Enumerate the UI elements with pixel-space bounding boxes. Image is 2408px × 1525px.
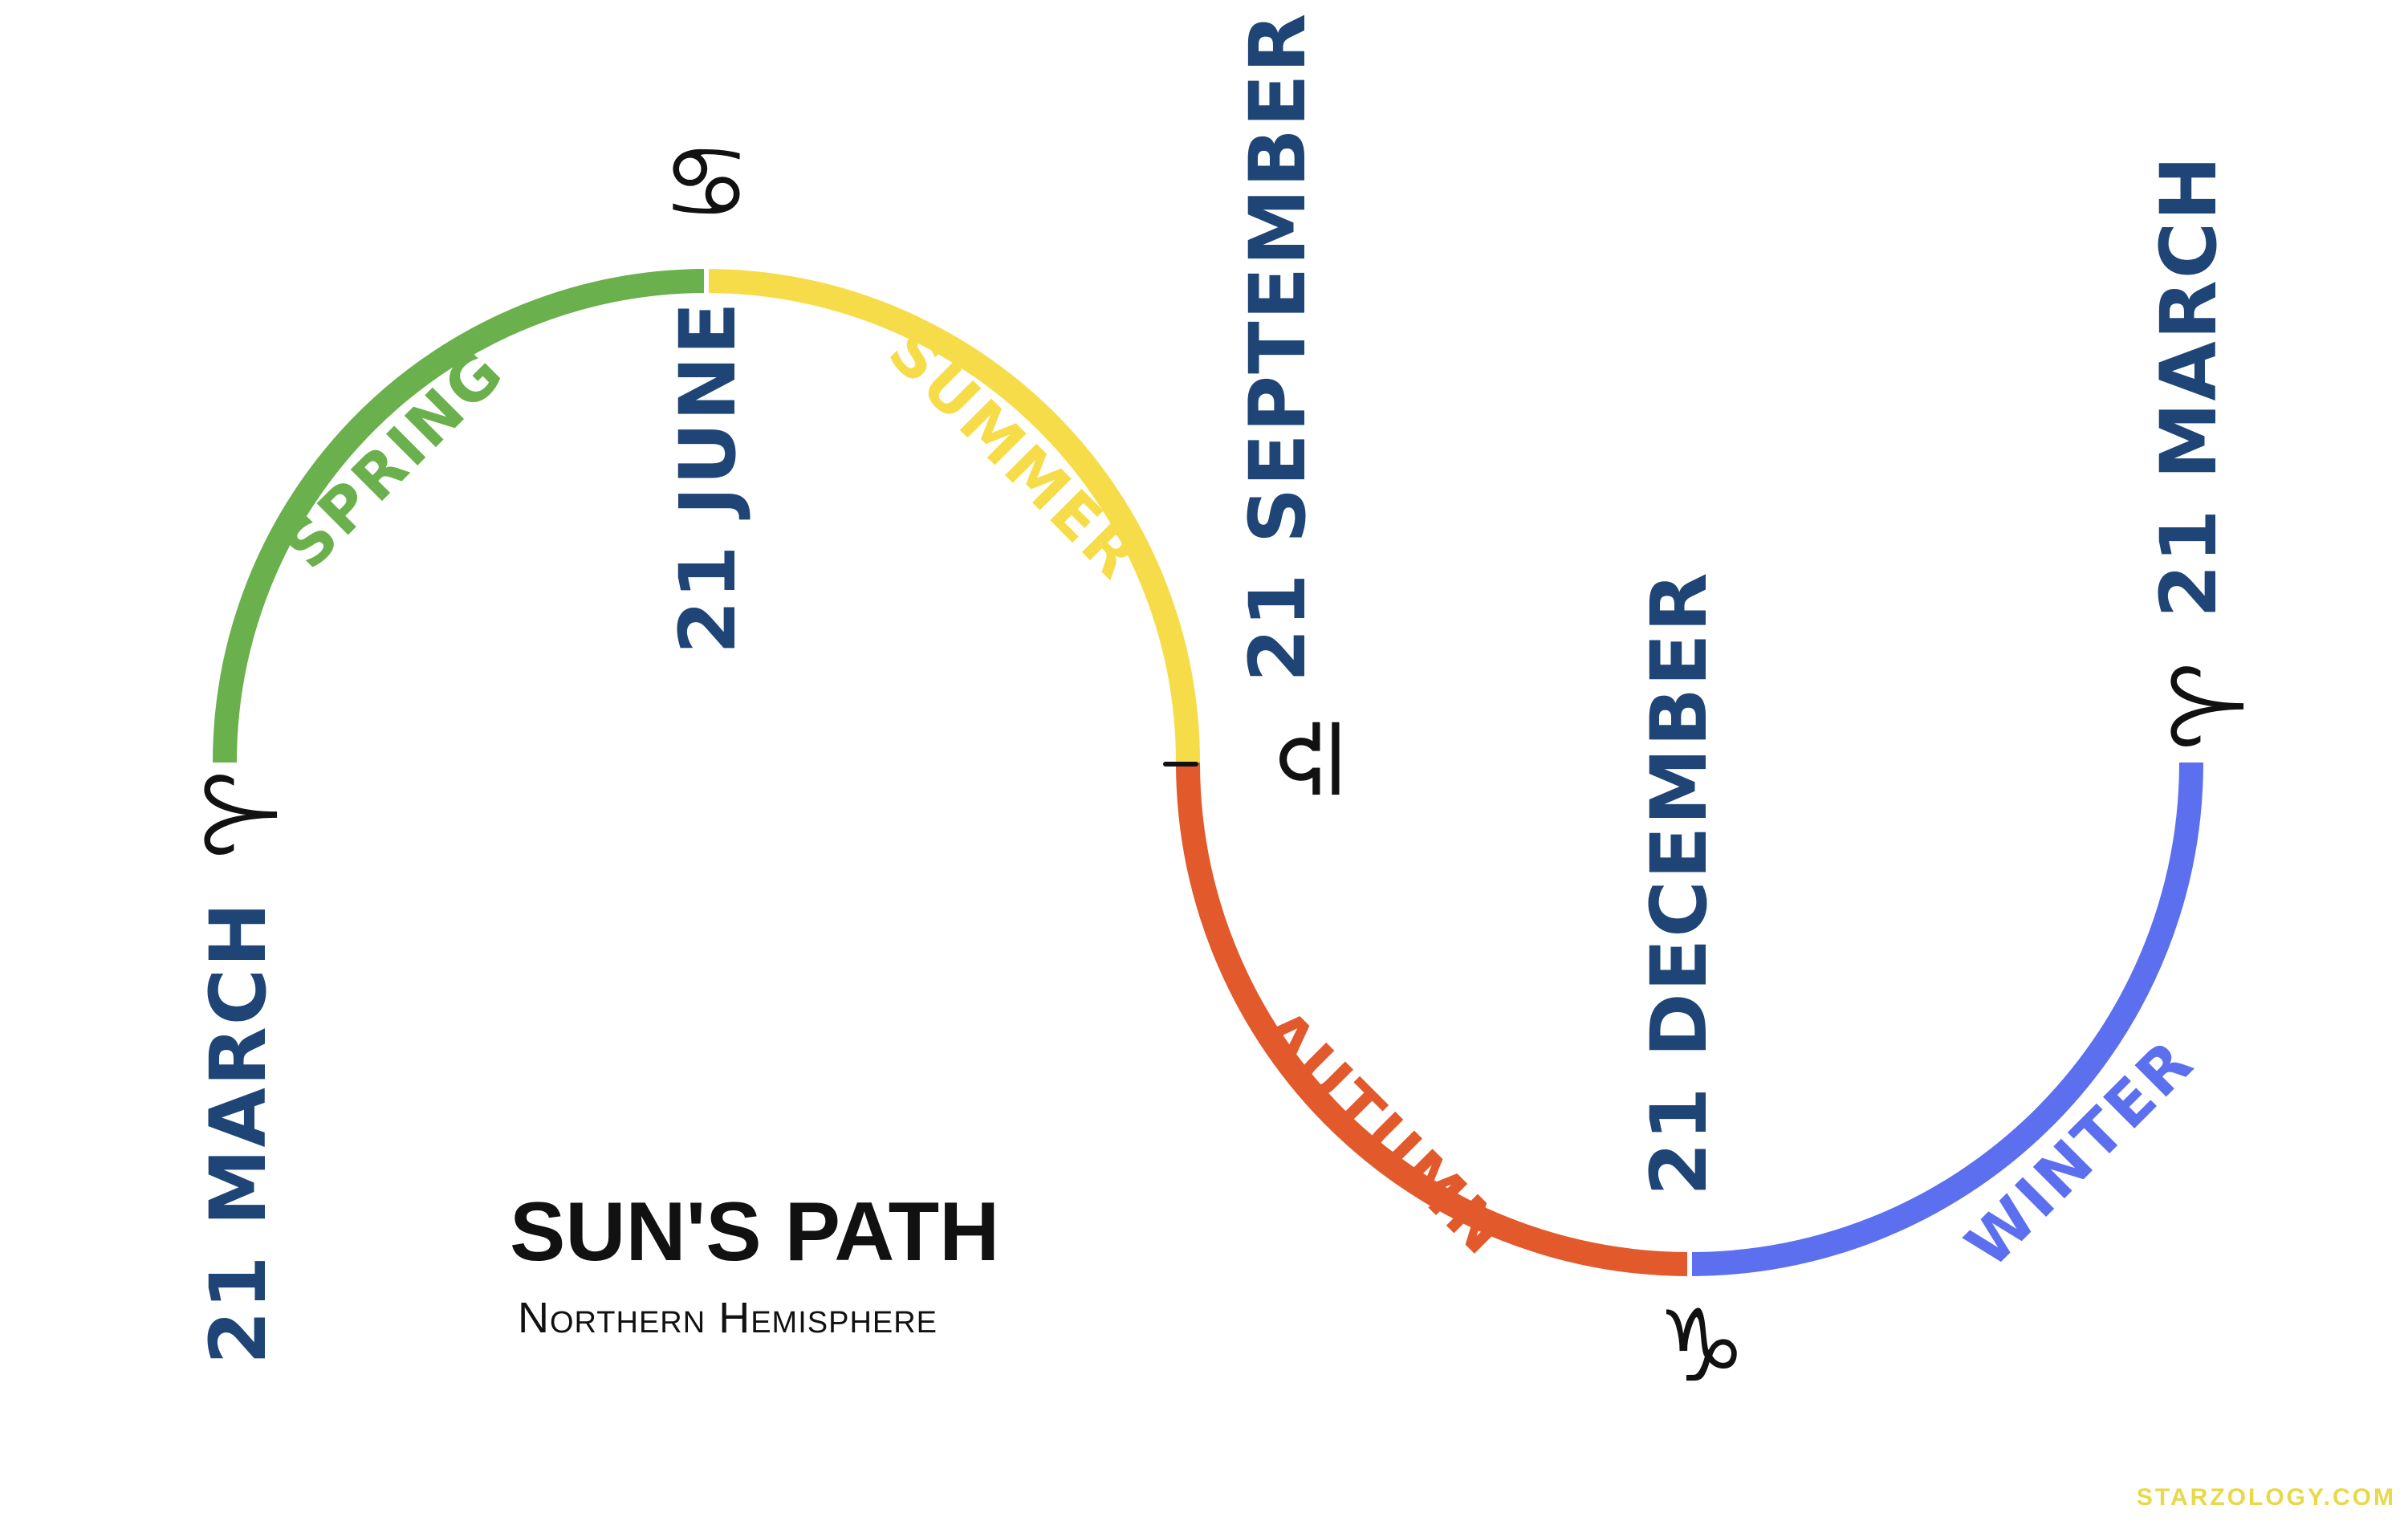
- spring-arc: [213, 269, 707, 763]
- aries-end-icon: ♈: [2152, 661, 2268, 750]
- site-credit: STARZOLOGY.COM: [2137, 1484, 2396, 1511]
- date-september: 21 SEPTEMBER: [1233, 12, 1323, 682]
- summer-label: SUMMER: [875, 315, 1153, 594]
- date-june: 21 JUNE: [663, 300, 753, 654]
- date-december: 21 DECEMBER: [1634, 571, 1724, 1196]
- winter-arc: [1689, 762, 2203, 1276]
- autumn-label: AUTUMN: [1247, 995, 1521, 1270]
- date-march-start: 21 MARCH: [193, 901, 283, 1364]
- diagram-title: SUN'S PATH: [510, 1185, 999, 1279]
- aries-icon: ♈: [185, 770, 301, 859]
- spring-label: SPRING: [270, 335, 518, 582]
- capricorn-icon: ♑: [1657, 1289, 1746, 1405]
- autumn-arc: [1176, 762, 1690, 1276]
- diagram-subtitle: Northern Hemisphere: [518, 1294, 938, 1342]
- libra-icon: ♎: [1253, 714, 1369, 803]
- summer-arc: [706, 269, 1200, 763]
- date-march-end: 21 MARCH: [2144, 154, 2234, 618]
- cancer-icon: ♋: [661, 125, 750, 241]
